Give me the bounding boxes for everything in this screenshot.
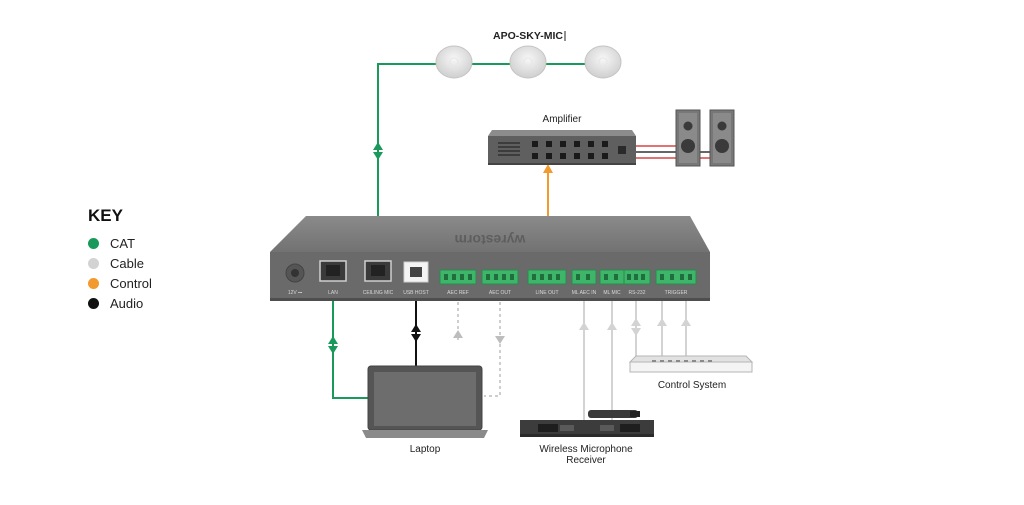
legend-label-control: Control xyxy=(110,275,152,291)
legend-item-audio: Audio xyxy=(88,293,152,313)
legend-label-cat: CAT xyxy=(110,235,136,251)
cable-control-system xyxy=(631,300,691,356)
trigger-terminal: TRIGGER xyxy=(655,269,697,296)
control-dot-icon xyxy=(88,277,99,289)
power-label: 12V ⎓ xyxy=(288,290,302,296)
cat-cable-lan-laptop xyxy=(328,286,368,399)
lan-port: LAN xyxy=(319,260,347,296)
aec-out-label: AEC OUT xyxy=(489,290,511,296)
ceiling-mic-1 xyxy=(435,45,473,79)
wireless-receiver-label-line2: Receiver xyxy=(566,455,606,466)
audio-dot-icon xyxy=(88,297,99,309)
ceiling-mic-3 xyxy=(584,45,622,79)
wireless-receiver-label-line1: Wireless Microphone xyxy=(539,444,633,455)
laptop-label: Laptop xyxy=(410,444,441,455)
cat-dot-icon xyxy=(88,237,99,249)
cable-aec-dotted xyxy=(453,302,505,397)
rs232-terminal: RS-232 xyxy=(623,269,651,296)
ml-mic-label: ML MIC xyxy=(603,290,621,296)
legend-item-control: Control xyxy=(88,273,152,293)
rs232-label: RS-232 xyxy=(629,290,646,296)
legend-label-cable: Cable xyxy=(110,255,144,271)
usb-port-label: USB HOST xyxy=(403,290,429,296)
speaker-left xyxy=(675,109,701,167)
aec-ref-terminal: AEC REF xyxy=(439,269,477,296)
ceiling-mic-port: CEILING MIC xyxy=(363,260,394,296)
control-system-label: Control System xyxy=(658,380,726,391)
ceiling-mic-port-label: CEILING MIC xyxy=(363,290,394,296)
line-out-label: LINE OUT xyxy=(535,290,558,296)
power-port: 12V ⎓ xyxy=(285,263,305,296)
legend-item-cat: CAT xyxy=(88,233,152,253)
legend-item-cable: Cable xyxy=(88,253,152,273)
mics-label: APO-SKY-MIC xyxy=(493,30,563,42)
laptop xyxy=(362,365,488,438)
wireless-microphone xyxy=(588,410,640,418)
ceiling-mic-2 xyxy=(509,45,547,79)
trigger-label: TRIGGER xyxy=(665,290,688,296)
cable-dot-icon xyxy=(88,257,99,269)
unit-brand: wyrestorm xyxy=(455,232,527,248)
legend: KEY CAT Cable Control Audio xyxy=(88,206,152,313)
line-out-terminal: LINE OUT xyxy=(527,269,567,296)
ml-aec-in-label: ML AEC IN xyxy=(572,290,597,296)
control-system xyxy=(628,355,754,373)
lan-label: LAN xyxy=(328,290,338,296)
ml-mic-terminal: ML MIC xyxy=(599,269,625,296)
ml-aec-in-terminal: ML AEC IN xyxy=(571,269,597,296)
cable-wireless-receiver xyxy=(579,300,617,420)
aec-ref-label: AEC REF xyxy=(447,290,469,296)
main-unit: wyrestorm 12V ⎓ LAN CEILING MIC USB HOST xyxy=(270,216,710,301)
amplifier-label: Amplifier xyxy=(543,114,583,125)
legend-title: KEY xyxy=(88,206,123,225)
wireless-receiver xyxy=(520,420,654,437)
usb-port: USB HOST xyxy=(403,261,429,296)
aec-out-terminal: AEC OUT xyxy=(481,269,519,296)
legend-label-audio: Audio xyxy=(110,295,144,311)
amplifier xyxy=(488,130,636,165)
speaker-right xyxy=(709,109,735,167)
cat-cable-ceiling-mic xyxy=(373,63,440,266)
